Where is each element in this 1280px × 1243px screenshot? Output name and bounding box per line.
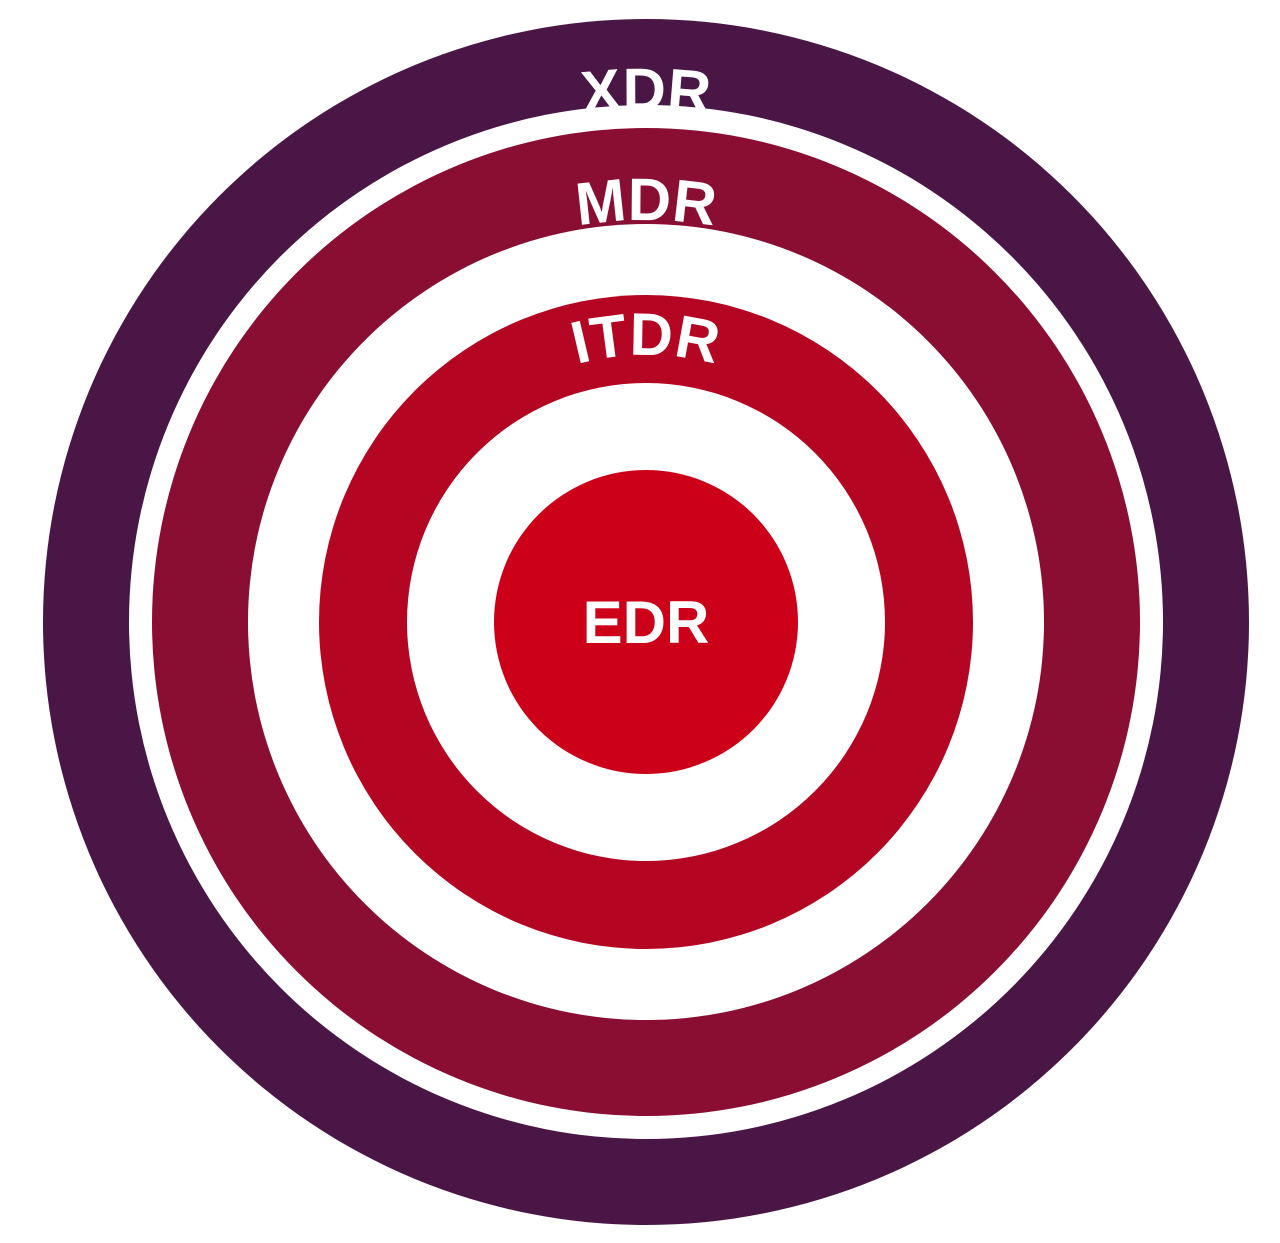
edr-core <box>494 470 798 774</box>
edr-label: EDR <box>583 589 710 656</box>
mdr-label: MDR <box>572 166 720 238</box>
xdr-label: XDR <box>578 56 713 127</box>
itdr-label: ITDR <box>564 301 725 377</box>
